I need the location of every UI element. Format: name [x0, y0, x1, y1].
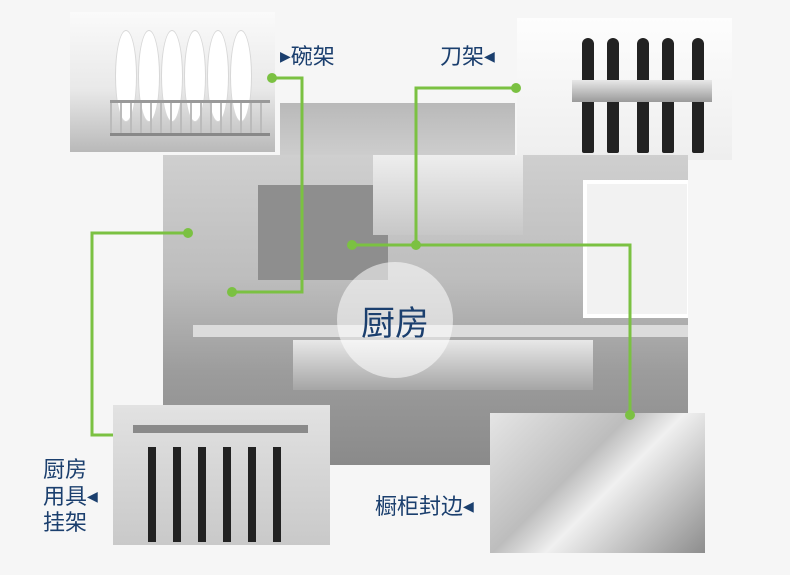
- cabinet-edge-callout: 橱柜封边◀: [375, 495, 474, 520]
- utensil-rack-photo: [113, 405, 330, 545]
- kitchen-photo-top: [280, 103, 515, 163]
- triangle-left-icon: ◀: [484, 49, 495, 65]
- bowl-rack-photo: [70, 12, 275, 152]
- triangle-right-icon: ▶: [280, 49, 291, 65]
- cabinet-edge-photo: [490, 413, 705, 553]
- bowl-rack-line: [232, 76, 304, 294]
- knife-rack-photo: [517, 18, 732, 160]
- cabinet-edge-line: [352, 243, 632, 415]
- center-label: 厨房: [361, 303, 429, 344]
- center-label-circle: 厨房: [337, 262, 453, 378]
- knife-rack-callout: 刀架◀: [440, 45, 495, 70]
- triangle-left-icon: ◀: [87, 489, 98, 505]
- knife-rack-line: [414, 86, 516, 245]
- triangle-left-icon: ◀: [463, 499, 474, 515]
- bowl-rack-callout: ▶碗架: [280, 45, 335, 70]
- utensil-rack-callout: 厨房 用具◀ 挂架: [43, 458, 98, 536]
- utensil-rack-line: [90, 231, 188, 437]
